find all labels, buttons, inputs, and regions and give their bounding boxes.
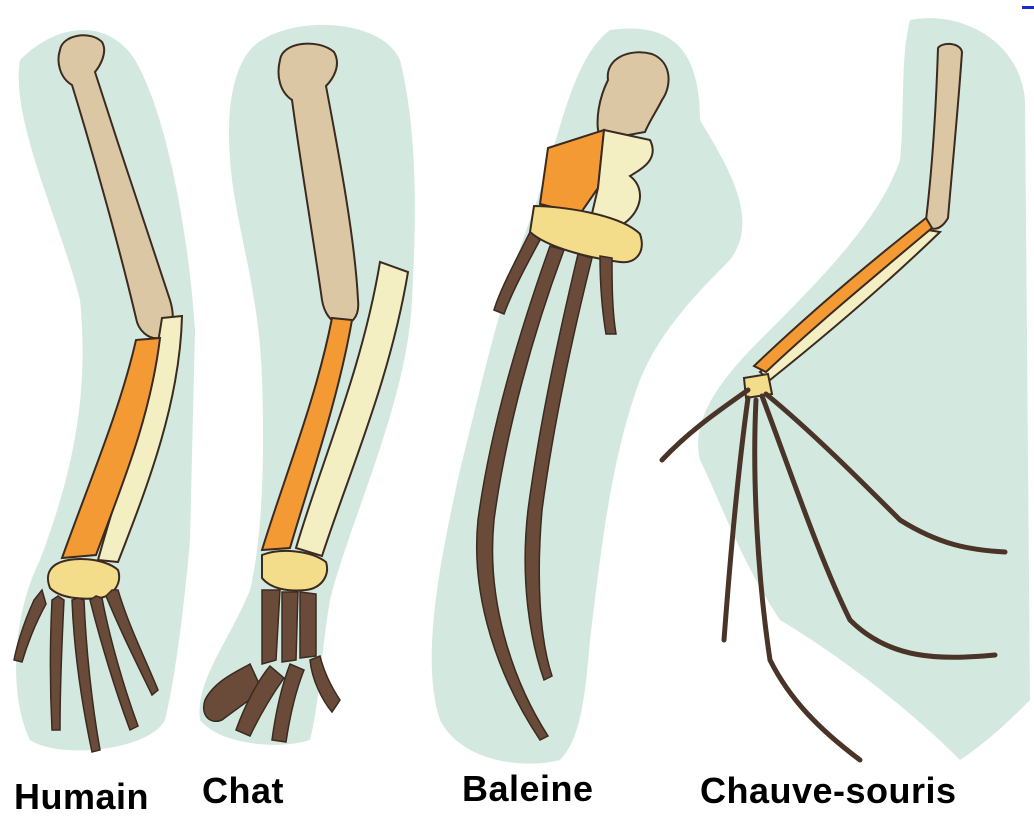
corner-mark <box>1022 6 1034 9</box>
whale-flipper <box>432 28 743 763</box>
label-cat: Chat <box>202 770 284 812</box>
bat-wing <box>662 18 1030 760</box>
label-human: Humain <box>14 776 149 818</box>
label-bat: Chauve-souris <box>700 770 957 812</box>
human-arm <box>14 30 195 752</box>
cat-carpals <box>262 551 327 591</box>
label-whale: Baleine <box>462 768 594 810</box>
cat-arm <box>200 25 415 745</box>
